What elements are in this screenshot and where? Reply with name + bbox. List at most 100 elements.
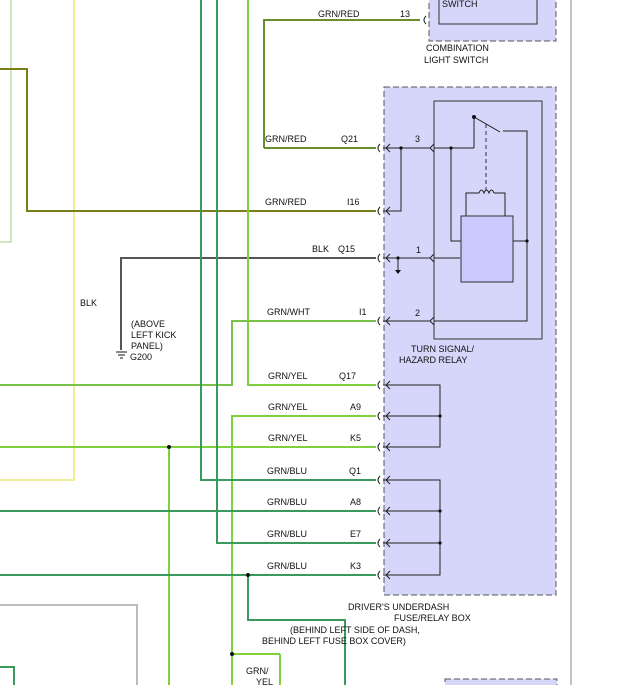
ground-g200: BLK (ABOVE LEFT KICK PANEL) G200 <box>80 298 176 362</box>
wire-color-label: GRN/BLU <box>267 561 307 571</box>
grn-yel-junction <box>438 414 442 418</box>
relay-pin-3: 3 <box>415 134 420 144</box>
gray-wire <box>0 604 138 685</box>
yellow-wire <box>0 0 75 481</box>
bottom-label-line1: GRN/ <box>246 666 269 676</box>
splice-k5 <box>167 445 171 449</box>
connector-pin-label: I1 <box>359 307 367 317</box>
switch-wire-label: GRN/RED <box>318 9 360 19</box>
relay-contact-arm <box>473 116 501 133</box>
connector-pin-label: Q21 <box>341 134 358 144</box>
switch-connector <box>423 15 427 25</box>
wire-color-label: GRN/RED <box>265 134 307 144</box>
wire-blk-q15 <box>120 257 376 350</box>
wire-color-label: GRN/YEL <box>268 402 308 412</box>
switch-top-label: SWITCH <box>442 0 478 9</box>
wire-grn-blu-k3-drop <box>247 575 346 685</box>
fuse-relay-box-outline <box>383 86 557 596</box>
connector-symbol <box>377 538 381 548</box>
q21-junction <box>399 146 403 150</box>
ground-location-line1: (ABOVE <box>131 319 165 329</box>
connector-symbol <box>377 506 381 516</box>
pale-green-wire <box>0 0 12 243</box>
relay-pin-chevron <box>429 253 435 263</box>
wire-color-label: GRN/YEL <box>268 371 308 381</box>
bottom-wire-label: GRN/ YEL <box>246 666 273 685</box>
turn-signal-hazard-relay: 3 1 2 TURN SIGNAL/ HAZARD RELAY <box>399 100 543 365</box>
switch-name-line2: LIGHT SWITCH <box>424 55 488 65</box>
ground-name: G200 <box>130 352 152 362</box>
splice-k3 <box>246 573 250 577</box>
connector-chevron <box>385 253 391 263</box>
combination-switch-box <box>428 0 557 42</box>
teal-wire-bottom <box>0 666 15 685</box>
relay-name-line1: TURN SIGNAL/ <box>411 344 475 354</box>
connector-symbol <box>377 253 381 263</box>
relay-junction-1 <box>449 146 453 150</box>
fuse-box-name-line1: DRIVER'S UNDERDASH <box>348 602 449 612</box>
relay-outline <box>433 100 543 340</box>
relay-module <box>460 215 514 283</box>
relay-pin-chevron <box>429 143 435 153</box>
bottom-label-line2: YEL <box>256 677 273 685</box>
connector-symbol <box>377 143 381 153</box>
connector-chevron <box>385 570 391 580</box>
connector-chevron <box>385 442 391 452</box>
connector-symbol <box>377 316 381 326</box>
fuse-box-location-line2: BEHIND LEFT FUSE BOX COVER) <box>262 636 406 646</box>
ground-wire-label: BLK <box>80 298 97 308</box>
ground-location-line2: LEFT KICK <box>131 330 176 340</box>
connector-pin-label: I16 <box>347 197 360 207</box>
connector-pin-label: Q1 <box>349 466 361 476</box>
connector-chevron <box>385 143 391 153</box>
wire-color-label: GRN/RED <box>265 197 307 207</box>
connector-chevron <box>385 411 391 421</box>
connector-symbol <box>377 206 381 216</box>
connector-symbol <box>377 442 381 452</box>
i16-bridge <box>383 148 402 212</box>
relay-pin-2: 2 <box>415 308 420 318</box>
relay-pin-1: 1 <box>416 245 421 255</box>
connector-pin-label: A9 <box>350 402 361 412</box>
relay-name-line2: HAZARD RELAY <box>399 355 467 365</box>
switch-pin-label: 13 <box>400 9 410 19</box>
switch-inner-outline <box>438 0 538 25</box>
wire-color-label: GRN/WHT <box>267 307 310 317</box>
fuse-relay-box <box>383 86 557 596</box>
box-internal-wiring <box>383 146 442 576</box>
connector-chevron <box>385 506 391 516</box>
connector-pin-label: K5 <box>350 433 361 443</box>
switch-name-line1: COMBINATION <box>426 43 489 53</box>
connector-symbol <box>377 475 381 485</box>
fuse-box-location-line1: (BEHIND LEFT SIDE OF DASH, <box>290 625 420 635</box>
grn-blu-junction-2 <box>438 541 442 545</box>
relay-junction-2 <box>525 239 529 243</box>
wire-grn-yel-a9 <box>231 415 376 685</box>
wire-grn-wht-i1 <box>0 320 376 386</box>
external-wires <box>0 0 420 685</box>
relay-pin2-line <box>434 130 528 322</box>
ground-location-line3: PANEL) <box>131 341 163 351</box>
connector-pin-label: E7 <box>350 529 361 539</box>
connector-symbol <box>377 570 381 580</box>
q15-junction <box>396 256 400 260</box>
connector-chevron <box>385 380 391 390</box>
connector-chevron <box>385 206 391 216</box>
connector-pin-label: Q17 <box>339 371 356 381</box>
connector-symbol <box>377 411 381 421</box>
wire-color-label: GRN/BLU <box>267 497 307 507</box>
relay-coil-leads <box>465 192 506 216</box>
wire-grn-red-i16 <box>0 68 376 212</box>
splice-bottom <box>230 652 234 656</box>
wire-color-label: BLK <box>312 244 329 254</box>
relay-contact-pivot <box>472 115 476 119</box>
grn-blu-junction-1 <box>438 509 442 513</box>
relay-pin-chevron <box>429 316 435 326</box>
wire-color-label: GRN/BLU <box>267 466 307 476</box>
grn-blu-bus <box>383 479 441 576</box>
wire-grn-blu-e7 <box>216 0 376 544</box>
connector-pin-label: K3 <box>350 561 361 571</box>
connector-pin-label: Q15 <box>338 244 355 254</box>
relay-module-feed <box>450 148 461 242</box>
